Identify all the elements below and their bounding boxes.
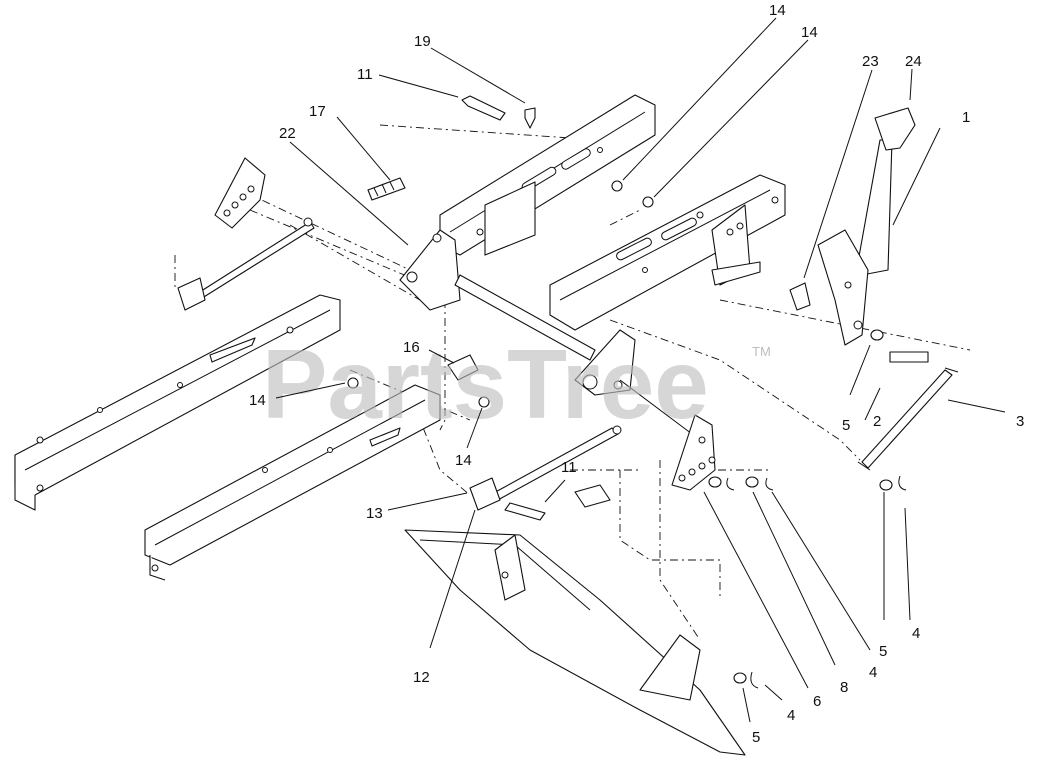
watermark-text: PartsTree [262, 329, 709, 439]
callout-5-upper: 5 [842, 417, 850, 434]
callout-14-left: 14 [249, 392, 266, 409]
nuts-and-clips [347, 180, 654, 408]
callout-14-top-left: 14 [769, 2, 786, 19]
trademark-symbol: TM [752, 344, 771, 359]
callout-12: 12 [413, 669, 430, 686]
callout-16: 16 [403, 339, 420, 356]
upper-right-frame-rail [549, 174, 786, 331]
callout-11-top: 11 [357, 66, 373, 83]
partstree-watermark: PartsTree TM [262, 329, 771, 439]
lower-left-frame-rail [14, 294, 341, 511]
callout-leaders [275, 17, 1006, 723]
callout-14-top-right: 14 [801, 24, 818, 41]
callout-8: 8 [840, 679, 848, 696]
cross-shaft-assembly [399, 229, 701, 441]
callout-5-bottom: 5 [752, 729, 760, 746]
callout-24: 24 [905, 53, 922, 70]
callout-11-center: 11 [561, 459, 577, 476]
right-control-bracket [711, 204, 761, 286]
callout-4-right: 4 [869, 664, 877, 681]
right-bracket-plate [671, 414, 716, 491]
callout-17: 17 [309, 103, 326, 120]
callout-13: 13 [366, 505, 383, 522]
callout-5-right: 5 [879, 643, 887, 660]
right-shift-rod [857, 367, 959, 471]
deck-lift-arm [404, 529, 746, 756]
callout-3: 3 [1016, 413, 1024, 430]
callout-1: 1 [962, 109, 970, 126]
callout-2: 2 [873, 413, 881, 430]
left-rod-assembly [177, 217, 315, 311]
callout-6: 6 [813, 693, 821, 710]
lower-center-frame-rail [144, 384, 441, 581]
callout-4-bottom: 4 [787, 707, 795, 724]
callout-19: 19 [414, 33, 431, 50]
upper-center-frame-rail [439, 94, 656, 256]
callout-22: 22 [279, 125, 296, 142]
callout-14-center: 14 [455, 452, 472, 469]
washers-and-pins [708, 329, 907, 689]
callout-4-far-right: 4 [912, 625, 920, 642]
callout-labels: 1 2 3 4 4 4 5 5 5 6 8 11 11 12 13 14 14 … [249, 2, 1024, 746]
callout-23: 23 [862, 53, 879, 70]
left-bracket-plate [214, 157, 266, 229]
top-hardware [367, 95, 536, 201]
center-lower-rod-assembly [469, 425, 622, 521]
shift-lever-assembly [789, 107, 929, 363]
